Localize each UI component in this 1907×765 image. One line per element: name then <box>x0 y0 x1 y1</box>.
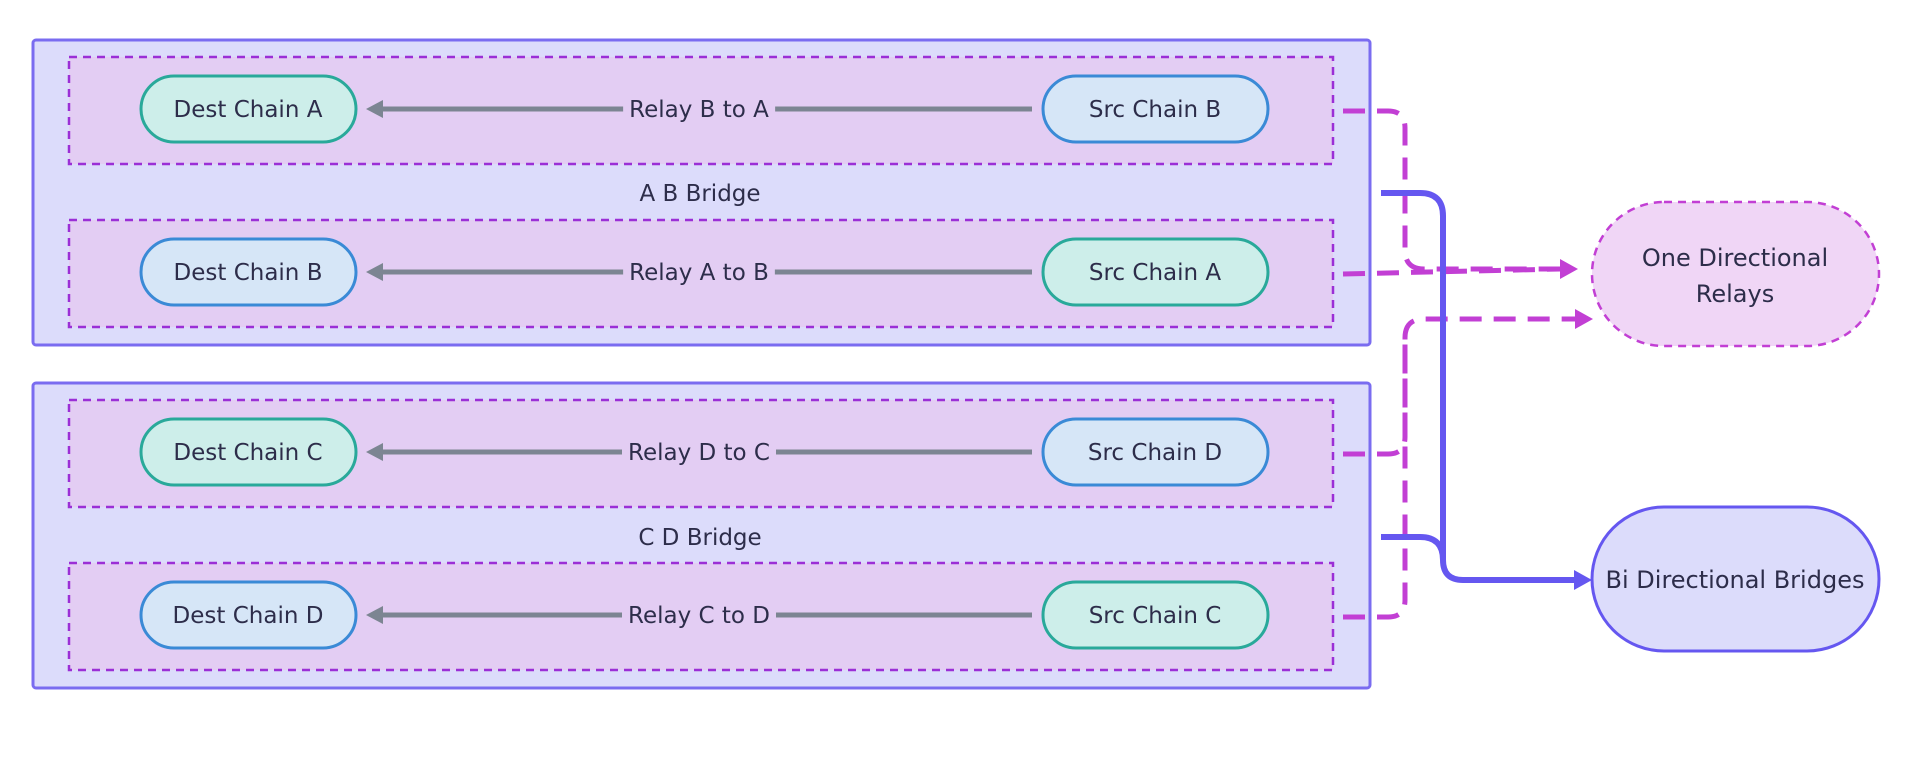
relay-label-background <box>622 603 776 629</box>
src-chain-d-label: Src Chain D <box>1088 440 1222 466</box>
bridge-cd: Dest Chain C Src Chain D Relay D to C C … <box>31 381 1372 690</box>
relay-b-to-a-group: Dest Chain A Src Chain B Relay B to A <box>67 55 1335 166</box>
dest-chain-a-node[interactable] <box>139 74 358 144</box>
relay-a-to-b-group: Dest Chain B Src Chain A Relay A to B <box>67 218 1335 329</box>
dest-chain-b-node[interactable] <box>139 237 358 307</box>
relay-label-background <box>623 97 776 123</box>
bridge-ab-label: A B Bridge <box>639 181 760 207</box>
dest-chain-b-label: Dest Chain B <box>174 260 323 286</box>
relay-c-to-d-group: Dest Chain D Src Chain C Relay C to D <box>67 561 1335 672</box>
dest-chain-d-node[interactable] <box>139 580 358 650</box>
relay-c-to-d-label: Relay C to D <box>628 603 770 629</box>
src-chain-a-label: Src Chain A <box>1089 260 1222 286</box>
relay-a-to-b-arrowhead <box>366 263 383 281</box>
dest-chain-c-node[interactable] <box>139 417 358 487</box>
legend-bi-directional-shape[interactable] <box>1590 505 1881 653</box>
src-chain-c-node[interactable] <box>1041 580 1270 650</box>
legend-one-directional-line-1: One Directional <box>1642 244 1828 272</box>
link-relay-d-to-c <box>1343 316 1575 457</box>
link-relay-a-to-b <box>1342 266 1561 277</box>
one-directional-links <box>1342 108 1593 620</box>
bi-directional-arrowhead <box>1574 570 1592 590</box>
src-chain-d-node[interactable] <box>1041 417 1270 487</box>
link-bridge-ab <box>1381 190 1574 583</box>
link-relay-b-to-a <box>1343 108 1560 272</box>
link-bridge-cd <box>1381 534 1446 561</box>
bridge-cd-label: C D Bridge <box>638 525 761 551</box>
relay-c-to-d-arrowhead <box>366 606 383 624</box>
dest-chain-d-label: Dest Chain D <box>173 603 324 629</box>
relay-b-to-a-arrowhead <box>366 100 383 118</box>
relay-d-to-c-group: Dest Chain C Src Chain D Relay D to C <box>67 398 1335 509</box>
legend-bi-directional-label: Bi Directional Bridges <box>1606 566 1865 594</box>
relay-d-to-c-label: Relay D to C <box>628 440 770 466</box>
legend-one-directional-line-2: Relays <box>1696 280 1774 308</box>
one-directional-arrowhead-bottom <box>1575 309 1593 329</box>
relay-label-background <box>622 440 776 466</box>
dest-chain-a-label: Dest Chain A <box>174 97 323 123</box>
src-chain-a-node[interactable] <box>1041 237 1270 307</box>
src-chain-c-label: Src Chain C <box>1089 603 1222 629</box>
relay-b-to-a-label: Relay B to A <box>629 97 769 123</box>
legend-one-directional-shape[interactable] <box>1590 200 1881 348</box>
link-relay-c-to-d <box>1343 338 1408 620</box>
legend-bi-directional: Bi Directional Bridges <box>1590 505 1881 653</box>
relay-d-to-c-arrowhead <box>366 443 383 461</box>
legend-one-directional: One Directional Relays <box>1590 200 1881 348</box>
dest-chain-c-label: Dest Chain C <box>173 440 322 466</box>
relay-label-background <box>623 260 775 286</box>
relay-a-to-b-label: Relay A to B <box>629 260 769 286</box>
bi-directional-links <box>1381 190 1592 590</box>
src-chain-b-label: Src Chain B <box>1089 97 1221 123</box>
src-chain-b-node[interactable] <box>1041 74 1270 144</box>
bridge-ab: Dest Chain A Src Chain B Relay B to A A … <box>31 38 1372 347</box>
one-directional-arrowhead-top <box>1560 259 1578 279</box>
